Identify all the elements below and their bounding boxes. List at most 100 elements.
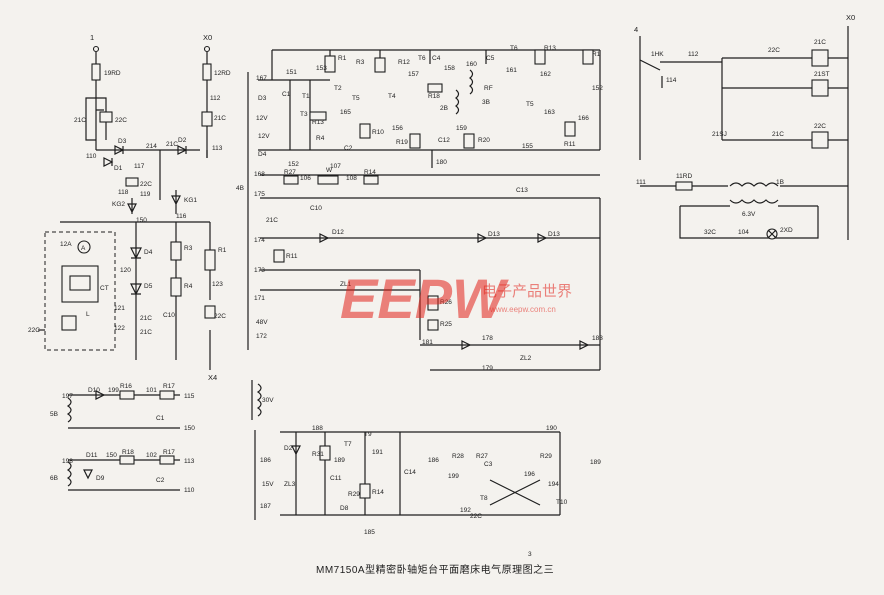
node-label: 198	[62, 458, 73, 465]
watermark-cn: 电子产品世界	[482, 283, 572, 300]
component-label: R27	[284, 169, 296, 176]
node-label: 166	[578, 115, 589, 122]
node-label: X0	[846, 13, 855, 22]
component-label: D3	[118, 138, 127, 145]
component-label: A	[81, 245, 86, 252]
node-label: 106	[300, 175, 311, 182]
node-label: 162	[540, 71, 551, 78]
chuck-box	[44, 231, 116, 351]
aux-rectifiers: 5B 197 D10 199 R16 101 R17 115 C1 150 6B…	[50, 383, 195, 494]
diode	[319, 233, 330, 243]
thyristor	[127, 198, 137, 214]
node-label: 150	[106, 452, 117, 459]
component-label: 48V	[256, 319, 268, 326]
contact	[125, 177, 139, 187]
component-label: 12A	[60, 241, 72, 248]
component-label: D13	[488, 231, 500, 238]
wire	[260, 174, 600, 340]
resistor	[283, 175, 299, 185]
node-label: 214	[146, 143, 157, 150]
node-label: 189	[334, 457, 345, 464]
component-label: T6	[418, 55, 426, 62]
component-label: 21C	[166, 141, 178, 148]
component-label: 15V	[262, 481, 274, 488]
node-label: 180	[436, 159, 447, 166]
component-label: 3B	[482, 99, 490, 106]
node-label: 188	[312, 425, 323, 432]
node-label: 104	[738, 229, 749, 236]
node-label: 171	[254, 295, 265, 302]
terminal	[92, 45, 100, 53]
component-label: ZL2	[520, 355, 532, 362]
node-label: 116	[176, 213, 187, 220]
transformer-winding	[66, 461, 72, 487]
node-label: 191	[372, 449, 383, 456]
component-label: R17	[163, 383, 175, 390]
node-label: 121	[114, 305, 125, 312]
component-label: R13	[312, 119, 324, 126]
ammeter	[77, 240, 91, 254]
chuck-power-section: 1 X0 19RD 21C 22C 110 12RD 112 21C 113 D…	[28, 33, 231, 382]
wire	[95, 52, 104, 150]
component-label: T6	[510, 45, 518, 52]
resistor	[409, 133, 421, 149]
relay-coil	[811, 49, 829, 67]
component-label: 21C	[266, 217, 278, 224]
component-label: T9	[364, 431, 372, 438]
component-label: R28	[452, 453, 464, 460]
resistor	[427, 83, 443, 93]
resistor	[204, 249, 216, 271]
resistor	[374, 57, 386, 73]
resistor	[463, 133, 475, 149]
component-label: 22C	[115, 117, 127, 124]
component-label: 5B	[50, 411, 58, 418]
contact	[204, 305, 216, 319]
component-label: T1	[302, 93, 310, 100]
resistor	[273, 249, 285, 263]
component-label: D9	[96, 475, 105, 482]
component-label: D2	[178, 137, 187, 144]
node-label: 156	[392, 125, 403, 132]
node-label: 185	[364, 529, 375, 536]
node-label: 178	[482, 335, 493, 342]
component-label: R29	[348, 491, 360, 498]
component-label: 32C	[704, 229, 716, 236]
resistor	[534, 49, 546, 65]
component-label: R19	[396, 139, 408, 146]
component-label: 4B	[236, 185, 244, 192]
node-label: 179	[482, 365, 493, 372]
component-label: R13	[544, 45, 556, 52]
wire	[420, 198, 601, 371]
component-label: 22C	[768, 47, 780, 54]
node-label: 187	[260, 503, 271, 510]
node-label: 102	[146, 452, 157, 459]
watermark: EEPW 电子产品世界 www.eepw.com.cn	[340, 267, 572, 330]
resistor	[309, 111, 327, 121]
resistor	[324, 55, 336, 73]
diode	[579, 340, 590, 350]
component-label: R1	[218, 247, 227, 254]
resistor	[170, 241, 182, 261]
component-label: R31	[312, 451, 324, 458]
component-label: R12	[398, 59, 410, 66]
diode	[95, 390, 106, 400]
component-label: R4	[316, 135, 325, 142]
component-label: C11	[330, 475, 342, 482]
component-label: D11	[86, 452, 98, 459]
page-marker: 3	[528, 551, 532, 558]
component-label: C4	[432, 55, 441, 62]
component-label: 1HK	[651, 51, 664, 58]
transformer-winding	[256, 383, 262, 417]
node-label: 174	[254, 237, 265, 244]
node-label: X0	[203, 33, 212, 42]
component-label: R1	[592, 51, 601, 58]
transformer-winding	[729, 182, 779, 187]
component-label: 21C	[772, 131, 784, 138]
transformer-winding	[679, 199, 819, 239]
component-label: R14	[372, 489, 384, 496]
component-label: R10	[372, 129, 384, 136]
resistor	[159, 390, 175, 400]
resistor	[119, 455, 135, 465]
node-label: 153	[316, 65, 327, 72]
